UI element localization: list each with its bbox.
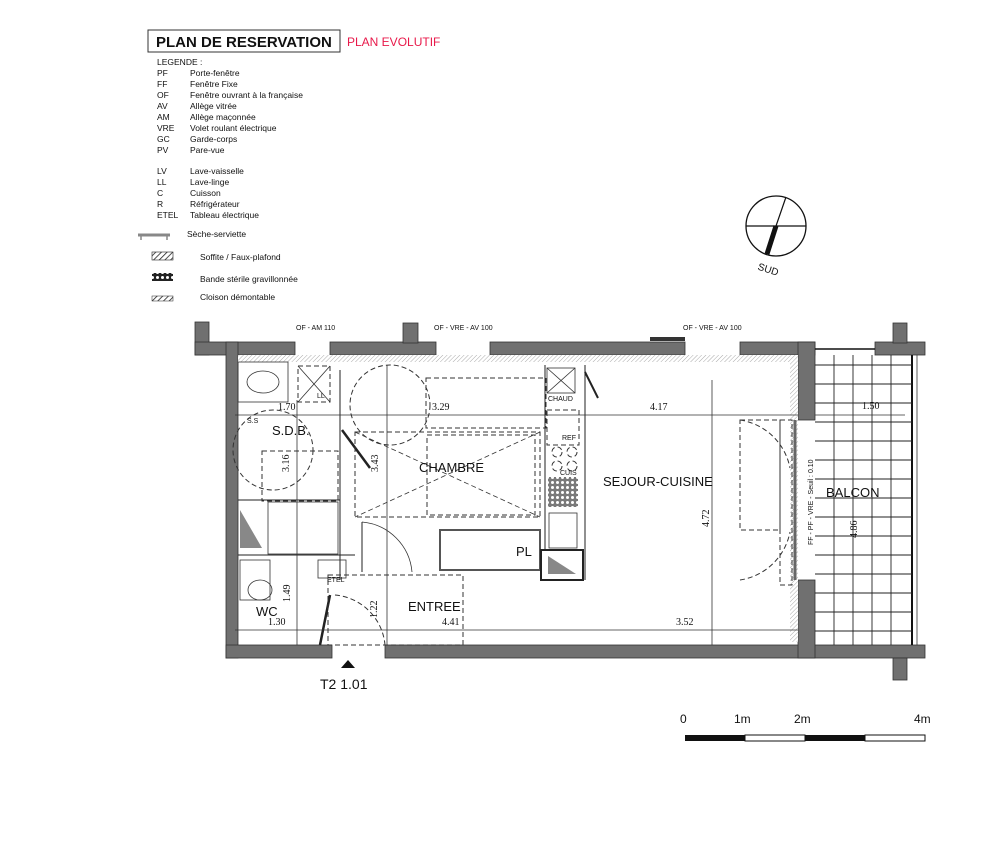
dim: 4.72 bbox=[701, 510, 712, 528]
legend-soffit: Soffite / Faux-plafond bbox=[200, 252, 281, 262]
boiler-icon bbox=[546, 367, 576, 394]
window-labels: OF - AM 110 OF - VRE - AV 100 OF - VRE -… bbox=[296, 325, 815, 545]
legend-code: OF bbox=[157, 90, 169, 100]
gravel-swatch-icon bbox=[152, 273, 173, 281]
dim: 4.41 bbox=[442, 617, 460, 628]
shower-icon bbox=[267, 501, 339, 555]
legend-description: Réfrigérateur bbox=[190, 199, 240, 209]
dim: 1.49 bbox=[282, 585, 293, 603]
scale-bar: 0 1m 2m 4m bbox=[680, 712, 931, 742]
window-label: OF - VRE - AV 100 bbox=[683, 325, 742, 332]
legend-code: FF bbox=[157, 79, 167, 89]
room-label-balcon: BALCON bbox=[826, 485, 879, 500]
dim: 1.22 bbox=[369, 601, 380, 619]
scale-tick: 4m bbox=[914, 712, 931, 726]
label-ll: LL bbox=[317, 393, 325, 400]
dim: 3.43 bbox=[370, 455, 381, 473]
cooktop-icon bbox=[551, 446, 563, 458]
entrance-arrow-icon bbox=[341, 660, 355, 668]
toilet-icon bbox=[239, 559, 271, 601]
legend-description: Fenêtre Fixe bbox=[190, 79, 238, 89]
legend-description: Lave-vaisselle bbox=[190, 166, 244, 176]
legend-code: PF bbox=[157, 68, 168, 78]
room-label-sejour: SEJOUR-CUISINE bbox=[603, 474, 713, 489]
legend-code: R bbox=[157, 199, 163, 209]
legend-description: Cuisson bbox=[190, 188, 221, 198]
legend-code: C bbox=[157, 188, 163, 198]
scale-segment bbox=[864, 734, 926, 742]
legend-description: Fenêtre ouvrant à la française bbox=[190, 90, 303, 100]
room-label-entree: ENTREE bbox=[408, 599, 461, 614]
dim: 3.29 bbox=[432, 402, 450, 413]
dim: 4.86 bbox=[849, 521, 860, 539]
page-subtitle: PLAN EVOLUTIF bbox=[347, 35, 440, 49]
equipment-labels: LL S.S CHAUD REF CUIS ETEL bbox=[247, 393, 577, 584]
dim: 1.30 bbox=[268, 617, 286, 628]
dim: 3.52 bbox=[676, 617, 694, 628]
label-etel: ETEL bbox=[327, 577, 345, 584]
legend-description: Tableau électrique bbox=[190, 210, 259, 220]
partition-swatch-icon bbox=[151, 295, 174, 302]
room-label-sdb: S.D.B. bbox=[272, 423, 310, 438]
legend-description: Allège vitrée bbox=[190, 101, 237, 111]
scale-segment bbox=[685, 735, 745, 741]
washbasin-icon bbox=[237, 361, 289, 403]
soffit-swatch-icon bbox=[151, 251, 174, 261]
dim: 4.17 bbox=[650, 402, 668, 413]
legend-heading: LEGENDE : bbox=[157, 57, 202, 67]
fridge-icon bbox=[546, 409, 580, 446]
legend-code: VRE bbox=[157, 123, 175, 133]
room-label-chambre: CHAMBRE bbox=[419, 460, 484, 475]
legend-description: Allège maçonnée bbox=[190, 112, 256, 122]
title-box bbox=[147, 29, 341, 53]
legend-description: Porte-fenêtre bbox=[190, 68, 240, 78]
scale-tick: 0 bbox=[680, 712, 687, 726]
legend-description: Pare-vue bbox=[190, 145, 225, 155]
balcony bbox=[815, 348, 918, 645]
label-ref: REF bbox=[562, 435, 576, 442]
bed-icon bbox=[426, 434, 536, 516]
page-title: PLAN DE RESERVATION bbox=[156, 34, 332, 51]
scale-segment bbox=[744, 734, 806, 742]
unit-label: T2 1.01 bbox=[320, 676, 368, 692]
balcony-door-label: FF - PF - VRE - Seuil : 0.10 bbox=[808, 459, 815, 545]
room-labels: S.D.B. CHAMBRE SEJOUR-CUISINE BALCON PL … bbox=[256, 423, 879, 619]
legend-code: LL bbox=[157, 177, 167, 187]
legend-gravel: Bande stérile gravillonnée bbox=[200, 274, 298, 284]
south-arrow-icon bbox=[764, 225, 779, 255]
compass-label: SUD bbox=[756, 262, 779, 279]
label-chaud: CHAUD bbox=[548, 396, 573, 403]
window-label: OF - VRE - AV 100 bbox=[434, 325, 493, 332]
window-label: OF - AM 110 bbox=[296, 325, 335, 332]
room-label-wc: WC bbox=[256, 604, 278, 619]
dim: 1.50 bbox=[862, 401, 880, 412]
dimension-labels: 1.70 3.29 4.17 1.50 3.16 3.43 4.72 4.86 … bbox=[268, 401, 880, 628]
legend-code: LV bbox=[157, 166, 167, 176]
washing-machine-icon bbox=[297, 365, 331, 403]
label-cuis: CUIS bbox=[560, 470, 577, 477]
legend-code: ETEL bbox=[157, 210, 179, 220]
label-ss: S.S bbox=[247, 418, 259, 425]
legend-towel-dryer: Sèche-serviette bbox=[187, 229, 246, 239]
scale-tick: 2m bbox=[794, 712, 811, 726]
scale-tick: 1m bbox=[734, 712, 751, 726]
legend-description: Volet roulant électrique bbox=[190, 123, 277, 133]
sink-icon bbox=[548, 512, 578, 549]
interior bbox=[232, 361, 905, 646]
dim: 3.16 bbox=[281, 455, 292, 473]
legend-description: Lave-linge bbox=[190, 177, 229, 187]
legend-code: GC bbox=[157, 134, 170, 144]
dim: 1.70 bbox=[278, 402, 296, 413]
legend-code: PV bbox=[157, 145, 169, 155]
legend-partition: Cloison démontable bbox=[200, 292, 275, 302]
scale-segment bbox=[805, 735, 865, 741]
compass: SUD bbox=[745, 195, 807, 279]
legend-description: Garde-corps bbox=[190, 134, 237, 144]
electrical-panel-icon bbox=[317, 559, 347, 579]
legend-code: AV bbox=[157, 101, 168, 111]
legend-code: AM bbox=[157, 112, 170, 122]
room-label-pl: PL bbox=[516, 544, 532, 559]
